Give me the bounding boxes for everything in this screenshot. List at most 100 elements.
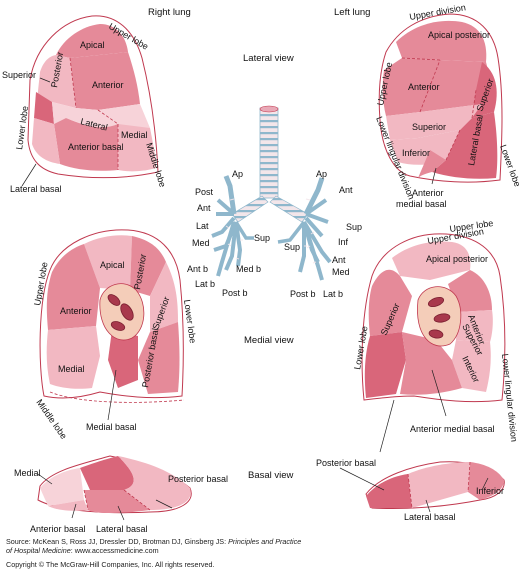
right-basal-anterior-basal-label: Anterior basal <box>30 524 86 534</box>
right-lateral-basal-segment <box>32 118 60 164</box>
right-medial-medial-basal-label: Medial basal <box>86 422 137 432</box>
source-prefix: Source: McKean S, Ross JJ, Dressler DD, … <box>6 537 229 546</box>
right-lung-basal <box>37 455 192 521</box>
lateral-view-header: Lateral view <box>243 53 294 64</box>
right-basal-medial-segment <box>40 468 84 506</box>
left-lung-lateral <box>378 13 503 185</box>
right-medial-middle-lobe-label: Middle lobe <box>34 397 69 440</box>
left-basal-inferior-label: Inferior <box>476 486 504 496</box>
right-lung-lateral <box>27 15 159 179</box>
left-lung-basal <box>339 461 505 513</box>
source-title: Principles and Practice <box>228 537 302 546</box>
right-lung-medial <box>39 229 185 421</box>
left-medial-apical-posterior-label: Apical posterior <box>426 254 488 264</box>
right-superior-segment <box>34 92 54 124</box>
right-basal-medial-basal-segment <box>80 456 134 490</box>
right-medial-posterior-segment <box>130 236 166 296</box>
basal-view-header: Basal view <box>248 470 294 481</box>
right-medial-posterior-basal-segment <box>138 322 180 394</box>
bronchus-post-b-right: Post b <box>222 288 248 298</box>
right-lateral-lower-lobe-label: Lower lobe <box>14 105 30 150</box>
left-superior-segment-lateral <box>472 62 497 118</box>
copyright: Copyright © The McGraw-Hill Companies, I… <box>6 560 215 569</box>
right-lung-header: Right lung <box>148 7 191 18</box>
right-basal-anterior-basal-segment <box>48 500 88 511</box>
right-anterior-basal-segment <box>54 118 118 171</box>
bronchial-tree <box>211 105 332 281</box>
left-lung-header: Left lung <box>334 7 370 18</box>
bronchus-sup-right: Sup <box>254 233 270 243</box>
right-basal-lateral-basal-label: Lateral basal <box>96 524 148 534</box>
left-apical-posterior-segment <box>396 20 487 63</box>
bronchus-lat-right: Lat <box>196 221 209 231</box>
right-basal-posterior-basal-segment <box>118 456 191 510</box>
left-medial-inferior-segment <box>452 340 491 392</box>
bronchus-sup-left-upper: Sup <box>346 222 362 232</box>
right-lateral-anterior-basal-label-1: Anterior basal <box>68 142 124 152</box>
source-citation-line2: of Hospital Medicine: www.accessmedicine… <box>6 546 159 555</box>
bronchus-ap-left: Ap <box>316 169 327 179</box>
right-medial-apical-segment <box>84 235 132 290</box>
right-medial-anterior-label: Anterior <box>60 306 92 316</box>
right-medial-segment <box>118 124 156 172</box>
right-lateral-medial-label: Medial <box>121 130 148 140</box>
bronchus-med-left: Med <box>332 267 350 277</box>
left-lateral-inferior-label: Inferior <box>402 148 430 158</box>
right-posterior-segment <box>36 55 76 110</box>
left-basal-lateral-basal-segment <box>408 462 470 508</box>
left-medial-posterior-basal-segment <box>364 332 406 398</box>
bronchus-ant-left: Ant <box>339 185 353 195</box>
bronchus-med-b-right: Med b <box>236 264 261 274</box>
bronchus-post-b-left: Post b <box>290 289 316 299</box>
left-lateral-basal-segment <box>432 112 498 179</box>
left-lateral-apical-posterior-label: Apical posterior <box>428 30 490 40</box>
left-medial-anterior-medial-basal-label: Anterior medial basal <box>410 424 495 434</box>
right-lateral-apical-label: Apical <box>80 40 105 50</box>
right-lateral-segment <box>52 102 150 131</box>
right-medial-apical-label: Apical <box>100 260 125 270</box>
left-lateral-lower-lobe-label: Lower lobe <box>498 143 520 188</box>
left-anterior-medial-basal-segment <box>418 150 446 178</box>
right-basal-medial-label: Medial <box>14 468 41 478</box>
bronchus-ant-b-right: Ant b <box>187 264 208 274</box>
right-lateral-anterior-label: Anterior <box>92 80 124 90</box>
left-basal-posterior-basal-label: Posterior basal <box>316 458 376 468</box>
left-inferior-lingula-segment <box>390 130 460 165</box>
left-anterior-segment <box>382 58 489 116</box>
right-basal-posterior-basal-label: Posterior basal <box>168 474 228 484</box>
left-superior-lingula-segment <box>386 104 482 140</box>
bronchus-ant-right: Ant <box>197 203 211 213</box>
left-basal-posterior-basal-segment <box>366 474 412 508</box>
right-medial-anterior-segment <box>46 244 100 330</box>
medial-view-header: Medial view <box>244 335 294 346</box>
left-medial-apical-posterior-segment <box>392 241 471 280</box>
trachea <box>259 107 279 199</box>
left-lung-medial <box>361 233 506 453</box>
left-lateral-superior-label: Superior <box>412 122 446 132</box>
right-basal-lateral-basal-segment <box>84 490 150 513</box>
bronchus-ant-left-basal: Ant <box>332 255 346 265</box>
right-lateral-lateral-basal-label: Lateral basal <box>10 184 62 194</box>
right-medial-lower-lobe-label: Lower lobe <box>182 299 198 344</box>
right-lateral-superior-label: Superior <box>2 70 36 80</box>
source-citation: Source: McKean S, Ross JJ, Dressler DD, … <box>6 537 301 546</box>
left-basal-lateral-basal-label: Lateral basal <box>404 512 456 522</box>
bronchus-med-right: Med <box>192 238 210 248</box>
bronchus-lat-b-right: Lat b <box>195 279 215 289</box>
right-medial-medial-segment <box>46 326 100 389</box>
left-medial-anterior-segment <box>448 270 492 312</box>
bronchus-inf-left: Inf <box>338 237 349 247</box>
source-url: : www.accessmedicine.com <box>70 546 159 555</box>
right-apical-segment <box>56 24 128 58</box>
right-medial-upper-lobe-label: Upper lobe <box>32 261 49 306</box>
left-basal-inferior-segment <box>468 462 504 500</box>
left-medial-anterior-medial-basal-segment <box>400 332 462 395</box>
bronchus-post-right: Post <box>195 187 214 197</box>
left-medial-lower-lingular-label: Lower lingular division <box>500 353 519 442</box>
left-lateral-anterior-label: Anterior <box>408 82 440 92</box>
bronchus-ap-right: Ap <box>232 169 243 179</box>
left-medial-superior-segment-inner <box>456 310 493 342</box>
right-anterior-segment <box>70 52 140 110</box>
